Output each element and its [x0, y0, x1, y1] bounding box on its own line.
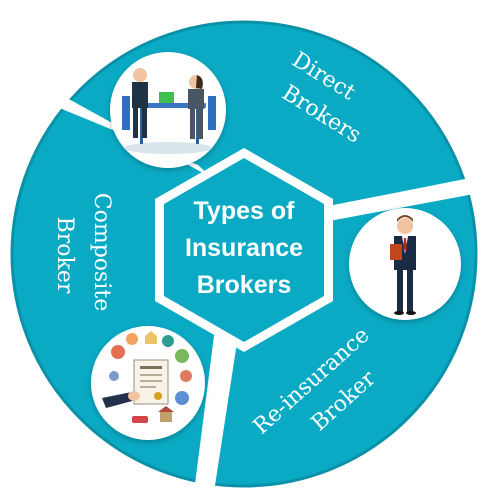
center-title-line-1: Types of [194, 197, 296, 225]
business-meeting-icon [110, 52, 226, 168]
divider-bottom [194, 328, 238, 492]
segment-composite-broker: Composite Broker [52, 193, 205, 440]
businessman-icon [349, 208, 461, 320]
divider-right [318, 178, 474, 222]
composite-label-line-1: Composite [89, 193, 114, 311]
center-title-line-3: Brokers [197, 271, 292, 299]
composite-label-line-2: Broker [52, 217, 77, 294]
center-hexagon [164, 158, 324, 342]
center-title-line-2: Insurance [185, 234, 303, 262]
insurance-policy-icon [91, 326, 205, 440]
